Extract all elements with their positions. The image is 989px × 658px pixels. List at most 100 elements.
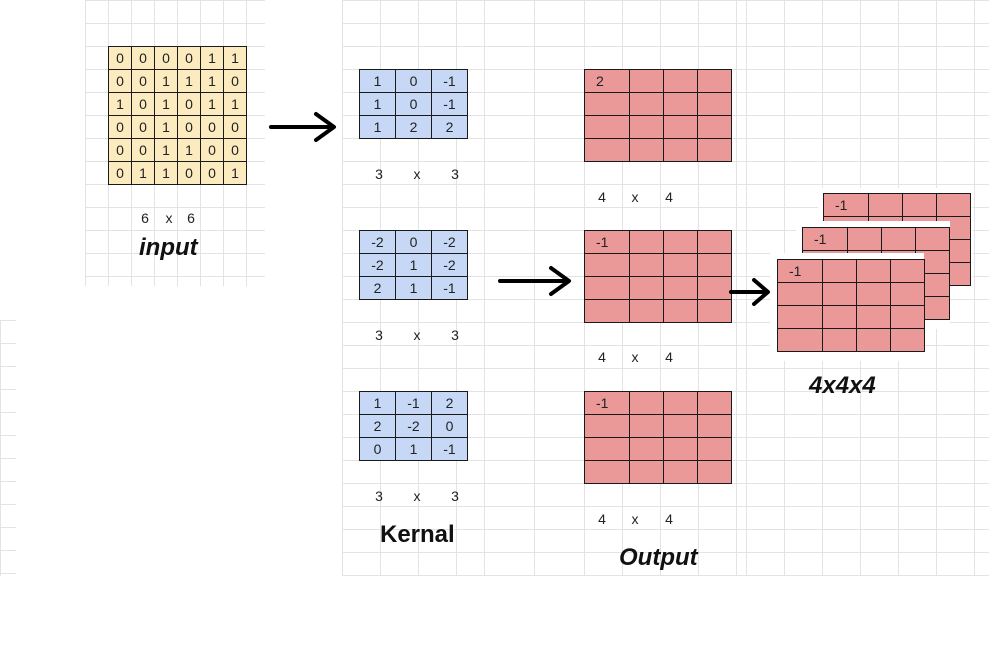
matrix-cell: 1 bbox=[177, 69, 201, 93]
stack-label: 4x4x4 bbox=[809, 372, 876, 399]
output-label: Output bbox=[619, 544, 698, 571]
matrix-cell bbox=[663, 138, 698, 162]
matrix-cell bbox=[629, 276, 664, 300]
matrix-cell bbox=[856, 259, 891, 283]
stack-matrix-front: -1 bbox=[777, 259, 925, 352]
matrix-cell: 1 bbox=[223, 161, 247, 185]
stack-row: -1 bbox=[802, 227, 950, 251]
matrix-cell: 0 bbox=[395, 69, 432, 93]
matrix-cell bbox=[629, 138, 664, 162]
output-row bbox=[584, 299, 732, 323]
matrix-cell: 0 bbox=[200, 161, 224, 185]
matrix-cell bbox=[697, 299, 732, 323]
matrix-cell bbox=[629, 414, 664, 438]
stack-row bbox=[777, 282, 925, 306]
matrix-cell bbox=[777, 328, 823, 352]
matrix-cell bbox=[584, 437, 630, 461]
matrix-cell bbox=[822, 305, 857, 329]
output-1-dims: 4 x 4 bbox=[598, 189, 673, 205]
matrix-cell: -1 bbox=[584, 391, 630, 415]
matrix-cell bbox=[890, 305, 925, 329]
matrix-cell bbox=[629, 69, 664, 93]
matrix-cell: 0 bbox=[131, 138, 155, 162]
matrix-cell bbox=[629, 253, 664, 277]
matrix-cell bbox=[697, 138, 732, 162]
output-row bbox=[584, 138, 732, 162]
matrix-cell: 2 bbox=[584, 69, 630, 93]
matrix-cell bbox=[629, 391, 664, 415]
matrix-cell: -1 bbox=[431, 69, 468, 93]
matrix-cell: 1 bbox=[359, 92, 396, 116]
matrix-cell: 2 bbox=[431, 115, 468, 139]
matrix-cell: -1 bbox=[431, 92, 468, 116]
matrix-cell: -1 bbox=[823, 193, 869, 217]
matrix-cell: 0 bbox=[177, 92, 201, 116]
matrix-cell: 1 bbox=[131, 161, 155, 185]
input-label: input bbox=[139, 234, 198, 261]
matrix-cell bbox=[584, 138, 630, 162]
matrix-cell: 1 bbox=[154, 161, 178, 185]
output-row bbox=[584, 253, 732, 277]
matrix-cell: 1 bbox=[108, 92, 132, 116]
stack-row: -1 bbox=[823, 193, 971, 217]
matrix-cell: -2 bbox=[359, 230, 396, 254]
matrix-cell: -2 bbox=[359, 253, 396, 277]
stack-row: -1 bbox=[777, 259, 925, 283]
matrix-cell: 1 bbox=[154, 92, 178, 116]
output-2-dims: 4 x 4 bbox=[598, 349, 673, 365]
matrix-cell bbox=[663, 115, 698, 139]
output-matrix-3: -1 bbox=[584, 391, 732, 484]
matrix-cell: 0 bbox=[200, 115, 224, 139]
matrix-cell: 0 bbox=[131, 46, 155, 70]
matrix-cell bbox=[890, 328, 925, 352]
matrix-cell bbox=[822, 282, 857, 306]
matrix-cell bbox=[663, 414, 698, 438]
matrix-cell bbox=[629, 437, 664, 461]
matrix-cell bbox=[697, 69, 732, 93]
matrix-cell bbox=[663, 299, 698, 323]
grid-background-left bbox=[0, 320, 16, 576]
stack-row bbox=[777, 328, 925, 352]
output-row bbox=[584, 276, 732, 300]
matrix-cell bbox=[663, 92, 698, 116]
matrix-cell: 1 bbox=[200, 46, 224, 70]
matrix-cell bbox=[856, 328, 891, 352]
kernel-2-dims: 3 x 3 bbox=[375, 327, 459, 343]
matrix-cell: 1 bbox=[223, 92, 247, 116]
matrix-cell bbox=[936, 193, 971, 217]
output-row bbox=[584, 115, 732, 139]
matrix-cell: -2 bbox=[395, 414, 432, 438]
matrix-cell: 2 bbox=[359, 414, 396, 438]
matrix-cell: -1 bbox=[395, 391, 432, 415]
matrix-cell: 0 bbox=[395, 92, 432, 116]
matrix-cell bbox=[697, 230, 732, 254]
matrix-cell bbox=[868, 193, 903, 217]
arrow-icon bbox=[729, 278, 770, 306]
matrix-cell: -2 bbox=[431, 230, 468, 254]
matrix-cell: -1 bbox=[802, 227, 848, 251]
matrix-cell: 1 bbox=[177, 138, 201, 162]
matrix-cell: -1 bbox=[431, 276, 468, 300]
stack-row bbox=[777, 305, 925, 329]
matrix-cell: 2 bbox=[431, 391, 468, 415]
output-row bbox=[584, 460, 732, 484]
matrix-cell bbox=[663, 460, 698, 484]
output-matrix-2: -1 bbox=[584, 230, 732, 323]
arrow-icon bbox=[269, 112, 336, 142]
matrix-cell bbox=[663, 391, 698, 415]
output-row: -1 bbox=[584, 391, 732, 415]
matrix-cell bbox=[584, 414, 630, 438]
matrix-cell: 0 bbox=[177, 161, 201, 185]
